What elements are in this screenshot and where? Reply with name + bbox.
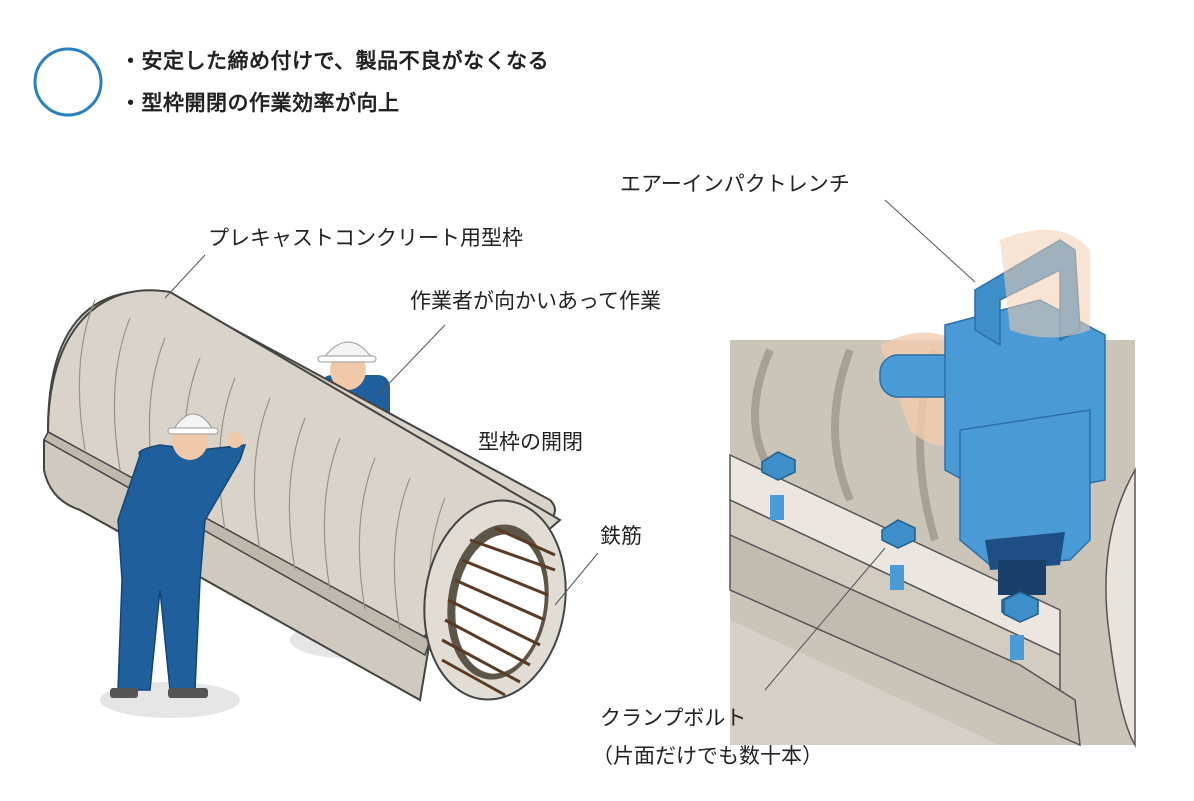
label-bolt-note: （片面だけでも数十本） — [592, 744, 823, 768]
summary-bullets: ・安定した締め付けで、製品不良がなくなる ・型枠開閉の作業効率が向上 — [120, 40, 549, 124]
accent-circle-icon — [33, 47, 103, 117]
rebar-lines — [441, 526, 556, 697]
impact-wrench — [879, 229, 1106, 623]
label-wrench: エアーインパクトレンチ — [620, 172, 850, 196]
closeup-scene — [729, 199, 1136, 748]
front-worker — [110, 413, 247, 698]
label-bolt: クランプボルト — [600, 706, 747, 730]
bullet-stable-tightening: ・安定した締め付けで、製品不良がなくなる — [120, 49, 550, 73]
label-workers: 作業者が向かいあって作業 — [410, 289, 661, 313]
label-form: プレキャストコンクリート用型枠 — [208, 226, 523, 250]
precast-form-scene — [43, 254, 599, 718]
label-open-close: 型枠の開閉 — [478, 430, 583, 454]
bullet-efficiency: ・型枠開閉の作業効率が向上 — [120, 91, 400, 115]
label-rebar: 鉄筋 — [600, 524, 642, 548]
